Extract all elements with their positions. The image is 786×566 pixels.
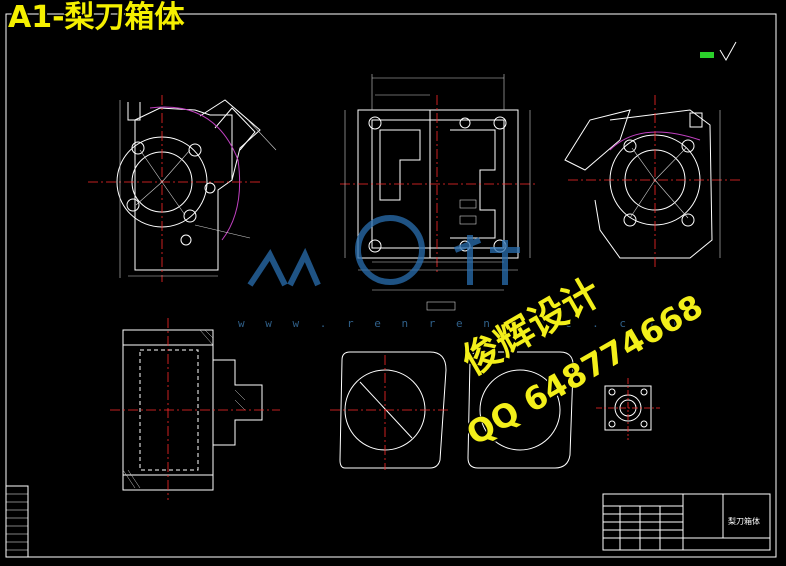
roughness-symbol	[719, 41, 737, 61]
page-title: A1-梨刀箱体	[8, 0, 185, 35]
watermark-url: w w w . r e n r e n d o c . c o m	[238, 317, 688, 330]
binding-strip	[5, 485, 29, 558]
title-block-part-name: 梨刀箱体	[728, 517, 760, 526]
title-block	[602, 493, 771, 551]
view-c	[467, 351, 574, 469]
view-left-flange	[116, 99, 261, 271]
view-right-flange	[564, 109, 713, 259]
watermark-logo	[247, 215, 520, 287]
sheet-border	[5, 13, 777, 558]
